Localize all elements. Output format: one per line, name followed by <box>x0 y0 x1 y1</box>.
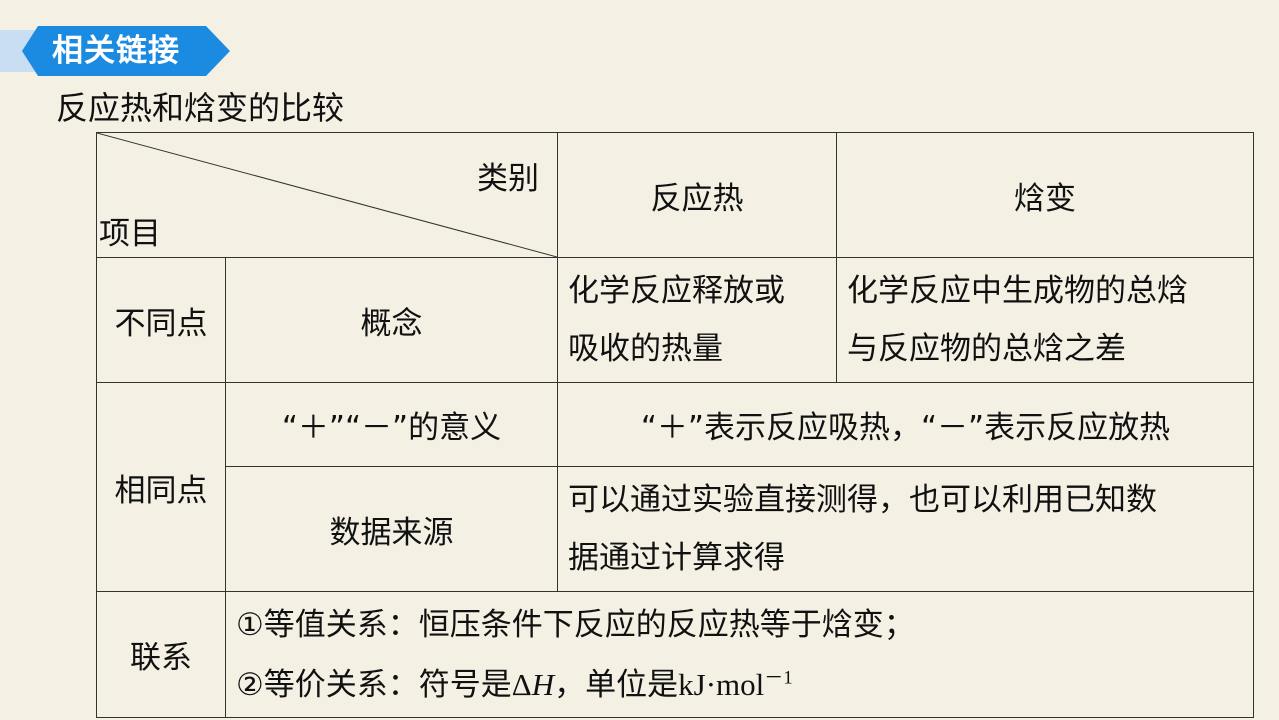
relation-line2-prefix: ②等价关系：符号是 <box>236 666 512 703</box>
comparison-table: 类别 项目 反应热 焓变 不同点 概念 化学反应释放或 吸收的热量 化学反应中生… <box>96 132 1254 718</box>
enthalpy-line1: 化学反应中生成物的总焓 <box>847 273 1188 309</box>
delta-symbol: Δ <box>511 666 532 702</box>
unit-exponent: －1 <box>764 667 793 689</box>
row-relation: 联系 ①等值关系：恒压条件下反应的反应热等于焓变； ②等价关系：符号是ΔH，单位… <box>96 591 1254 718</box>
item-data-source: 数据来源 <box>225 466 558 592</box>
relation-line2: ②等价关系：符号是ΔH，单位是kJ·mol－1 <box>236 655 1253 715</box>
relation-value: ①等值关系：恒压条件下反应的反应热等于焓变； ②等价关系：符号是ΔH，单位是kJ… <box>225 591 1254 718</box>
data-source-value: 可以通过实验直接测得，也可以利用已知数 据通过计算求得 <box>557 466 1254 592</box>
diagonal-header-cell: 类别 项目 <box>96 132 558 258</box>
unit-text: kJ·mol <box>678 666 765 702</box>
item-sign-meaning: “＋”“－”的意义 <box>225 382 558 467</box>
group-relation: 联系 <box>96 591 226 718</box>
item-label: 项目 <box>99 216 161 252</box>
enthalpy-line2: 与反应物的总焓之差 <box>847 331 1126 367</box>
relation-line2-mid: ，单位是 <box>554 666 679 703</box>
diagonal-line <box>97 133 557 257</box>
reaction-heat-concept: 化学反应释放或 吸收的热量 <box>557 257 837 383</box>
header-row: 类别 项目 反应热 焓变 <box>96 132 1254 258</box>
header-reaction-heat: 反应热 <box>557 132 837 258</box>
page-subtitle: 反应热和焓变的比较 <box>56 89 345 127</box>
section-banner: 相关链接 <box>0 26 230 76</box>
data-source-line2: 据通过计算求得 <box>568 540 785 576</box>
banner-label: 相关链接 <box>52 33 180 69</box>
category-label: 类别 <box>477 161 539 197</box>
enthalpy-symbol: H <box>531 666 555 702</box>
group-difference: 不同点 <box>96 257 226 383</box>
sign-meaning-value: “＋”表示反应吸热，“－”表示反应放热 <box>557 382 1254 467</box>
relation-line1: ①等值关系：恒压条件下反应的反应热等于焓变； <box>236 606 915 643</box>
data-source-line1: 可以通过实验直接测得，也可以利用已知数 <box>568 482 1157 518</box>
row-sign-meaning: 相同点 “＋”“－”的意义 “＋”表示反应吸热，“－”表示反应放热 <box>96 382 1254 592</box>
banner-arrow <box>22 26 230 76</box>
row-data-source: 数据来源 可以通过实验直接测得，也可以利用已知数 据通过计算求得 <box>97 466 1254 592</box>
reaction-heat-line1: 化学反应释放或 <box>568 273 785 309</box>
group-same: 相同点 <box>96 382 226 592</box>
item-concept: 概念 <box>225 257 558 383</box>
enthalpy-concept: 化学反应中生成物的总焓 与反应物的总焓之差 <box>836 257 1254 383</box>
header-enthalpy: 焓变 <box>836 132 1254 258</box>
row-concept: 不同点 概念 化学反应释放或 吸收的热量 化学反应中生成物的总焓 与反应物的总焓… <box>96 257 1254 383</box>
reaction-heat-line2: 吸收的热量 <box>568 331 723 367</box>
